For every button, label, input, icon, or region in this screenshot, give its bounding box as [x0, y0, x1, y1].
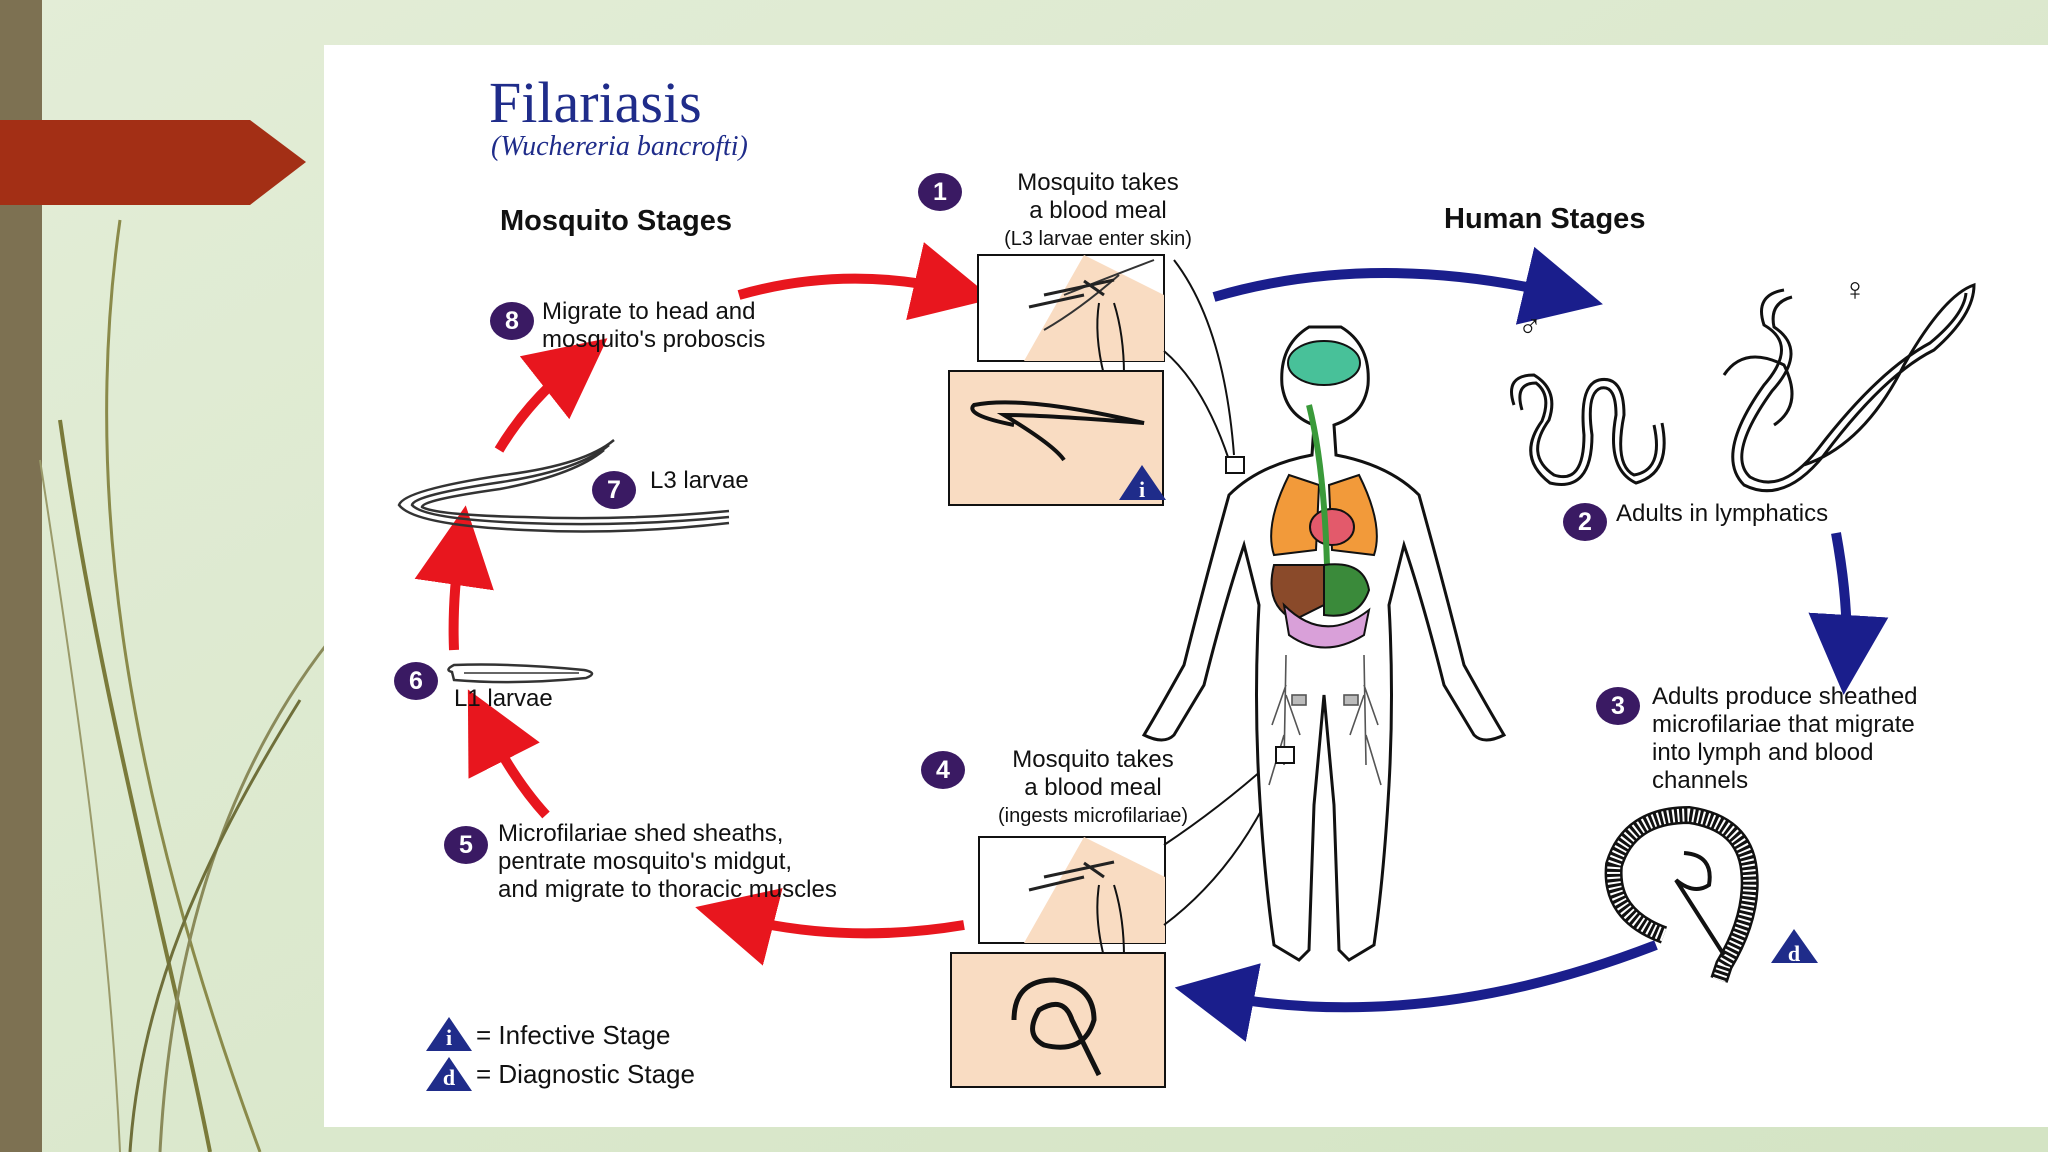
stage-label-1: Mosquito takes a blood meal (L3 larvae e… [1004, 169, 1192, 250]
inset-mosquito-bite-4 [978, 836, 1166, 958]
stage-badge-3: 3 [1596, 687, 1640, 725]
stage-badge-7: 7 [592, 471, 636, 509]
stage-badge-5: 5 [444, 826, 488, 864]
diagram-title: Filariasis [489, 70, 702, 135]
svg-text:i: i [1139, 477, 1145, 502]
inset-microfilaria-4 [950, 952, 1166, 1088]
stage-label-7: L3 larvae [650, 467, 749, 494]
inset-mosquito-bite-1 [977, 254, 1165, 376]
stage-badge-4: 4 [921, 751, 965, 789]
stage-label-8: Migrate to head and mosquito's proboscis [542, 298, 766, 353]
stage-badge-6: 6 [394, 662, 438, 700]
stage-badge-2: 2 [1563, 503, 1607, 541]
arrow-2-to-3 [1808, 532, 1889, 695]
legend-infective-icon: i [424, 1015, 474, 1053]
skin-marker-lower [1275, 746, 1295, 764]
arrow-5-to-6 [467, 689, 550, 819]
stomach [1323, 563, 1371, 617]
esophagus [1306, 404, 1330, 566]
legend-diagnostic-icon: d [424, 1055, 474, 1093]
life-cycle-diagram: i [397, 242, 1976, 1088]
legend-infective-label: = Infective Stage [476, 1020, 671, 1050]
arrow-7-to-8 [494, 338, 608, 453]
diagram-subtitle: (Wuchereria bancrofti) [491, 131, 748, 162]
arrow-3-to-4 [1174, 940, 1658, 1042]
lung-left [1270, 473, 1321, 557]
arrow-8-to-1 [737, 242, 994, 321]
female-symbol: ♀ [1843, 271, 1867, 307]
legend-diagnostic-label: = Diagnostic Stage [476, 1059, 695, 1089]
l3-larva-drawing [397, 439, 730, 533]
arrow-1-to-2 [1212, 246, 1603, 325]
arrow-6-to-7 [414, 505, 494, 651]
l1-larva-drawing [447, 663, 594, 684]
stage-label-6: L1 larvae [454, 685, 553, 712]
infective-stage-icon [1119, 465, 1166, 500]
sheathed-microfilaria: d [1604, 805, 1818, 983]
intestine [1282, 602, 1371, 649]
inset-l3-larva-1: i [948, 370, 1166, 506]
stage-label-2: Adults in lymphatics [1616, 500, 1829, 527]
svg-text:d: d [1788, 941, 1800, 966]
stage-badge-8: 8 [490, 302, 534, 340]
grass-decoration [39, 219, 330, 1152]
arrow-banner [0, 120, 306, 205]
adult-worms [1510, 282, 1976, 493]
stage-badge-1: 1 [918, 173, 962, 211]
section-human-stages: Human Stages [1444, 203, 1646, 235]
lymphatics [1268, 654, 1382, 786]
stage-label-4: Mosquito takes a blood meal (ingests mic… [997, 746, 1189, 827]
skin-marker-upper [1225, 456, 1245, 474]
brain [1287, 340, 1361, 386]
section-mosquito-stages: Mosquito Stages [500, 205, 733, 237]
diagnostic-stage-icon [1771, 929, 1818, 963]
male-symbol: ♂ [1518, 308, 1542, 344]
heart [1309, 508, 1355, 546]
stage-label-3: Adults produce sheathed microfilariae th… [1652, 683, 1918, 794]
stage-label-5: Microfilariae shed sheaths, pentrate mos… [498, 820, 837, 903]
arrow-4-to-5 [695, 888, 965, 966]
diagram-card: i [324, 45, 2048, 1127]
